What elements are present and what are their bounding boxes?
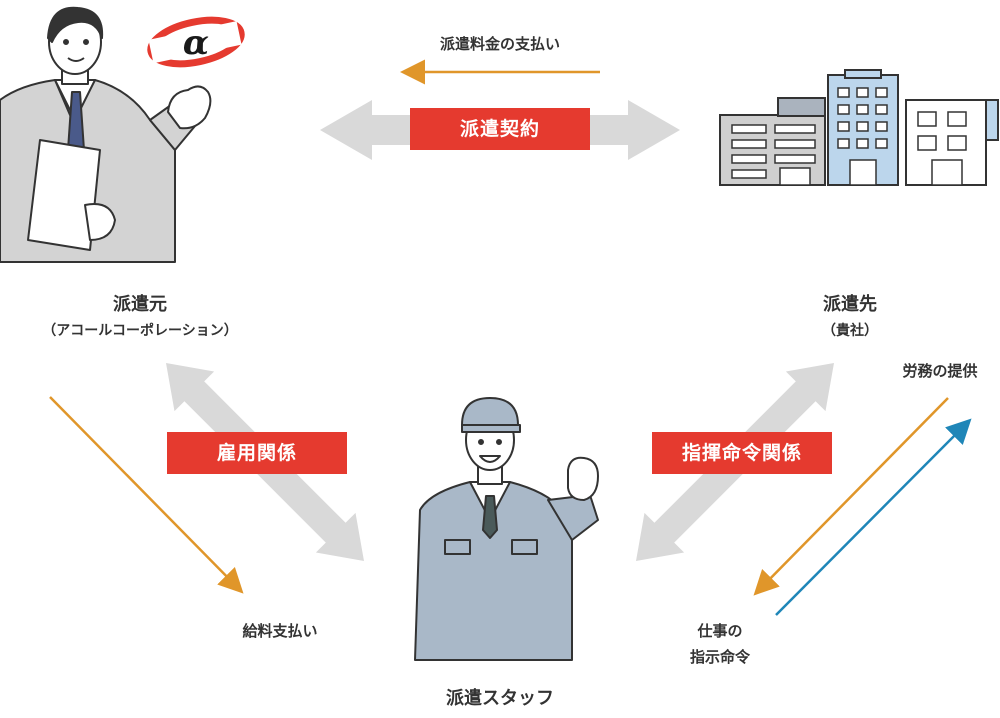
command-badge: 指揮命令関係: [652, 432, 832, 474]
salary-label: 給料支払い: [242, 622, 318, 640]
fee-payment-label: 派遣料金の支払い: [439, 35, 560, 53]
instruction-label-line1: 仕事の: [697, 622, 743, 640]
labor-label: 労務の提供: [902, 362, 978, 380]
staff-name: 派遣スタッフ: [446, 688, 554, 709]
dispatcher-sub: （アコールコーポレーション）: [42, 323, 238, 339]
client-name: 派遣先: [823, 294, 877, 315]
alpha-logo-glyph: α: [183, 23, 209, 63]
client-sub: （貴社）: [822, 323, 878, 339]
staff-person-illustration: [414, 397, 599, 661]
contract-badge: 派遣契約: [410, 108, 590, 150]
instruction-arrow: [753, 397, 949, 596]
alpha-logo: [147, 16, 245, 68]
salary-arrow: [49, 396, 244, 594]
dispatcher-name: 派遣元: [113, 294, 167, 315]
labor-arrow: [775, 418, 972, 616]
client-buildings-illustration: [719, 69, 999, 186]
employment-badge: 雇用関係: [167, 432, 347, 474]
dispatcher-person-illustration: [0, 6, 212, 263]
instruction-label-line2: 指示命令: [689, 648, 750, 666]
